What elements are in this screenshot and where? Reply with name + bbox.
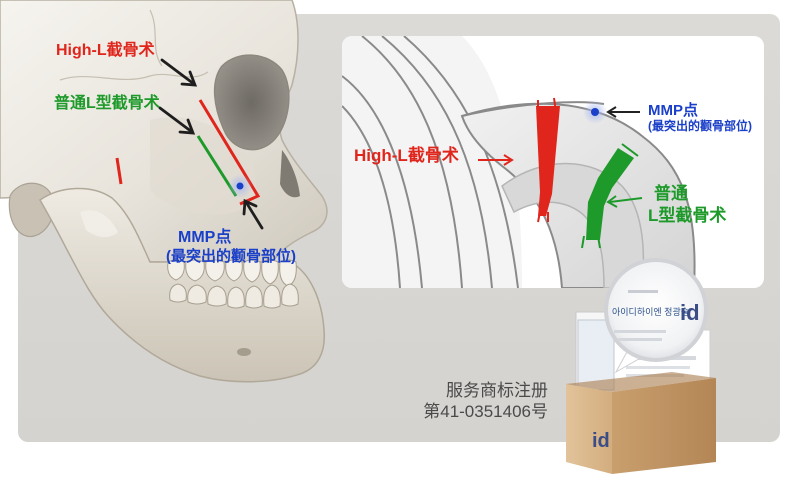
inset-mmp-sub: (最突出的颧骨部位) [648,119,752,133]
inset-mmp-marker [591,108,599,116]
orbit [213,54,290,151]
box-side [566,384,612,474]
trademark-registration: 服务商标注册 第41-0351406号 [398,380,548,422]
registration-line-1: 服务商标注册 [446,381,548,400]
mmp-label: MMP点 [178,229,232,246]
standard-l-label: 普通L型截骨术 [54,95,160,112]
mmp-point-marker [236,182,244,190]
inset-high-l-cut [536,106,560,216]
inset-high-l-label: High-L截骨术 [354,146,459,165]
zygoma-closeup-illustration [342,36,696,288]
mmp-label-sub: (最突出的颧骨部位) [166,248,296,265]
high-l-cut-line-lower [115,157,123,185]
inset-mmp-label: MMP点 [648,102,698,119]
upper-teeth [167,259,297,287]
inset-standard-label-2: L型截骨术 [648,206,727,225]
registration-line-2: 第41-0351406号 [423,402,548,421]
high-l-arrow [160,58,196,86]
mmp-arrow [244,200,264,230]
box-front [612,378,716,474]
standard-l-arrow [158,106,194,134]
magnifier-text: 아이디하이엔 정광술 [612,307,690,317]
inset-closeup: High-L截骨术 MMP点 (最突出的颧骨部位) 普通 L型截骨术 [342,36,764,288]
inset-standard-l-cut [586,148,634,240]
magnifier-id-logo: id [680,300,700,325]
box-id-logo: id [592,430,610,452]
lower-teeth [169,283,299,309]
high-l-label: High-L截骨术 [56,42,155,59]
magnifier-lens [604,258,708,362]
inset-standard-label-1: 普通 [654,184,688,203]
